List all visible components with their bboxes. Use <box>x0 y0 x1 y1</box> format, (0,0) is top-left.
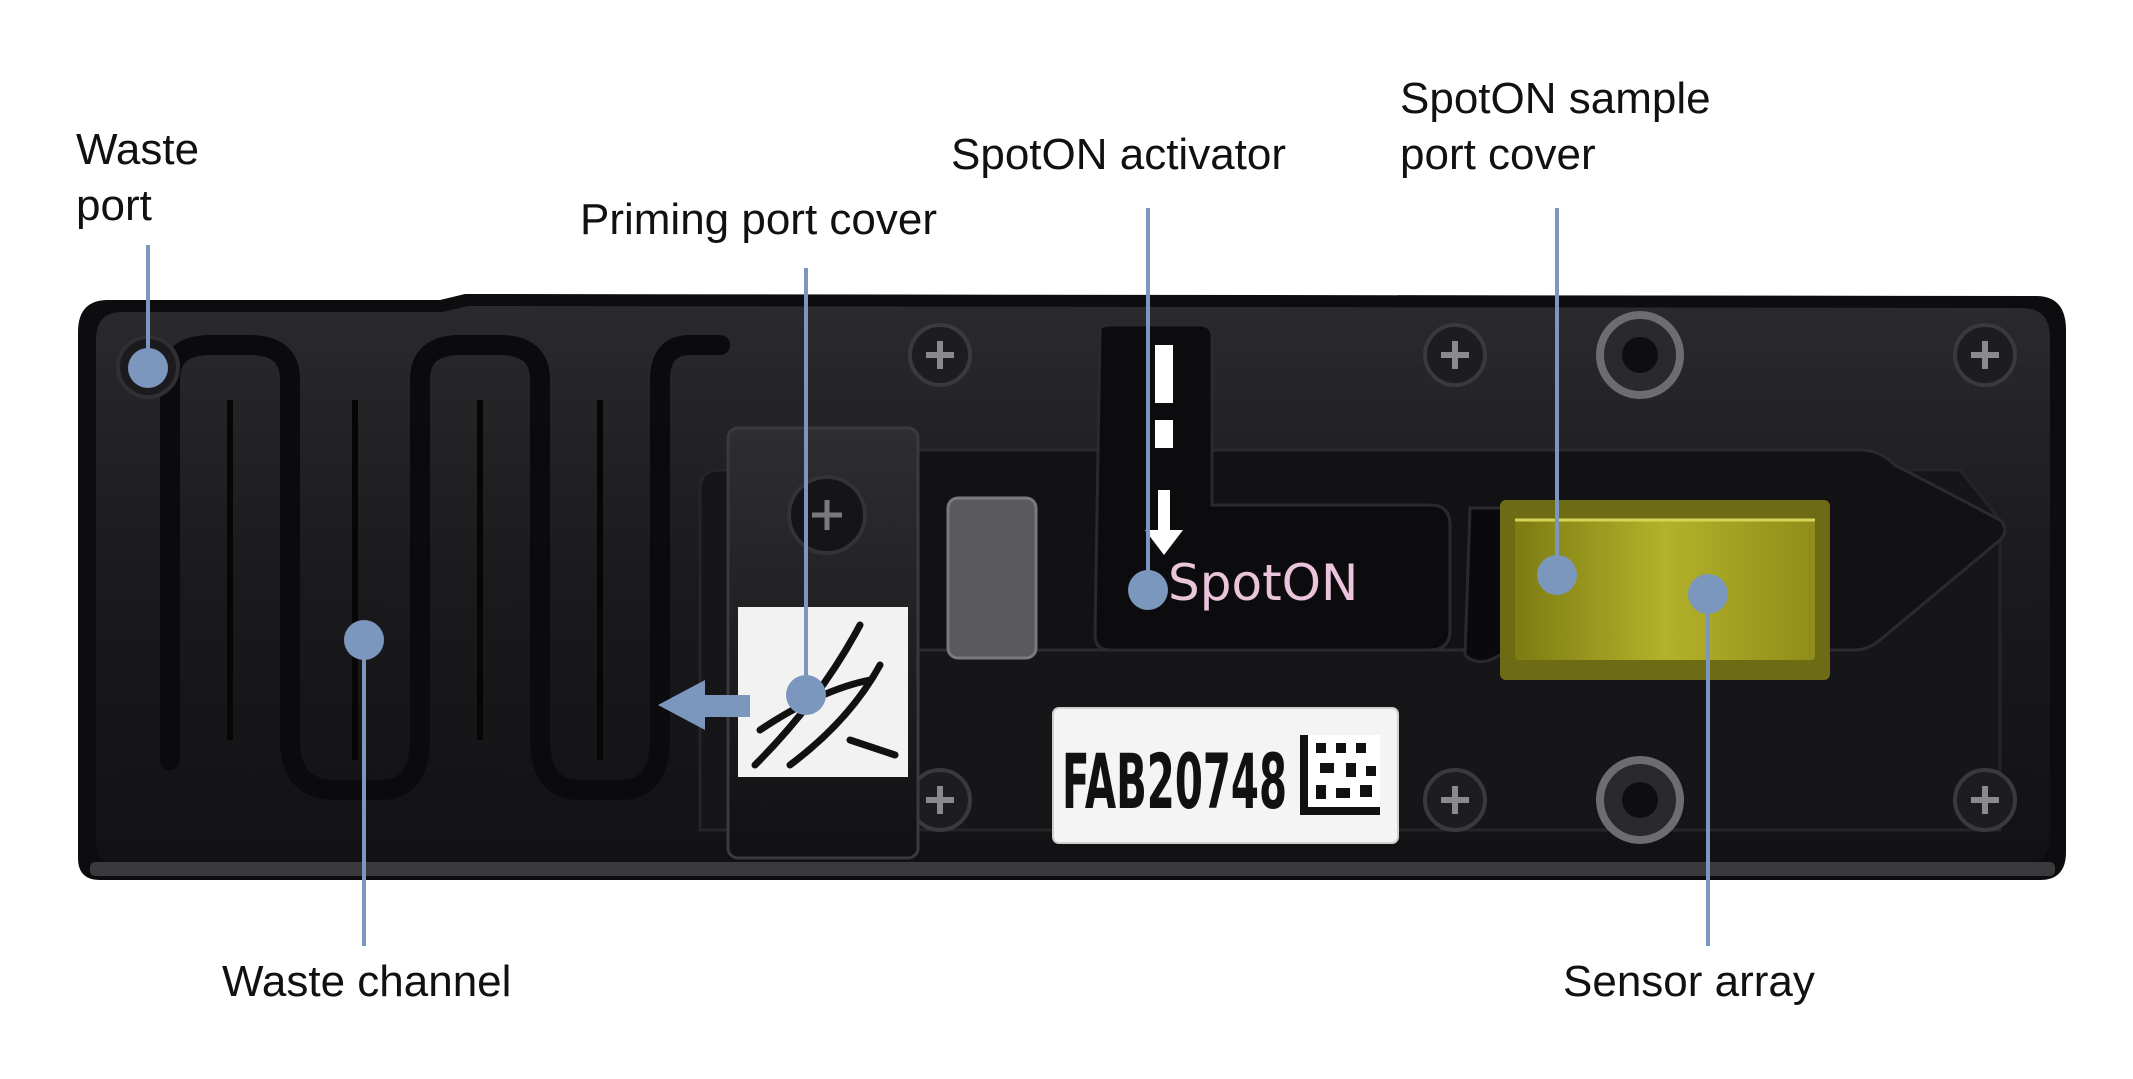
label-waste-port: Waste port <box>76 125 200 230</box>
waste-channel-divider-ribs <box>227 400 603 760</box>
serial-number: FAB20748 <box>1062 737 1287 826</box>
waste-port-marker <box>128 348 168 388</box>
spoton-activator-marker <box>1128 570 1168 610</box>
priming-direction-arrow <box>658 680 750 730</box>
sensor-array-chip <box>1500 500 1830 680</box>
grey-pad <box>946 496 1038 660</box>
label-waste-channel: Waste channel <box>222 957 512 1006</box>
data-matrix-code-icon <box>1300 735 1380 815</box>
waste-channel-marker <box>344 620 384 660</box>
priming-port-cover-marker <box>786 675 826 715</box>
spoton-activator <box>1093 323 1452 652</box>
label-priming-port-cover: Priming port cover <box>580 195 938 244</box>
fluid-channel <box>898 448 2007 652</box>
screw-heads <box>908 323 2017 832</box>
priming-port-cover <box>726 426 920 860</box>
spoton-logo: SpotON <box>1168 554 1358 612</box>
label-sensor-array: Sensor array <box>1563 957 1815 1006</box>
callout-markers <box>128 348 1728 715</box>
serial-tag <box>1052 707 1399 844</box>
label-spoton-sample-port-cover: SpotON sample port cover <box>1400 74 1711 179</box>
callout-leader-lines <box>146 208 1710 946</box>
ring-fittings <box>1596 311 1684 844</box>
sensor-array-marker <box>1688 574 1728 614</box>
spoton-sample-port-cover-marker <box>1537 555 1577 595</box>
label-spoton-activator: SpotON activator <box>951 130 1287 179</box>
